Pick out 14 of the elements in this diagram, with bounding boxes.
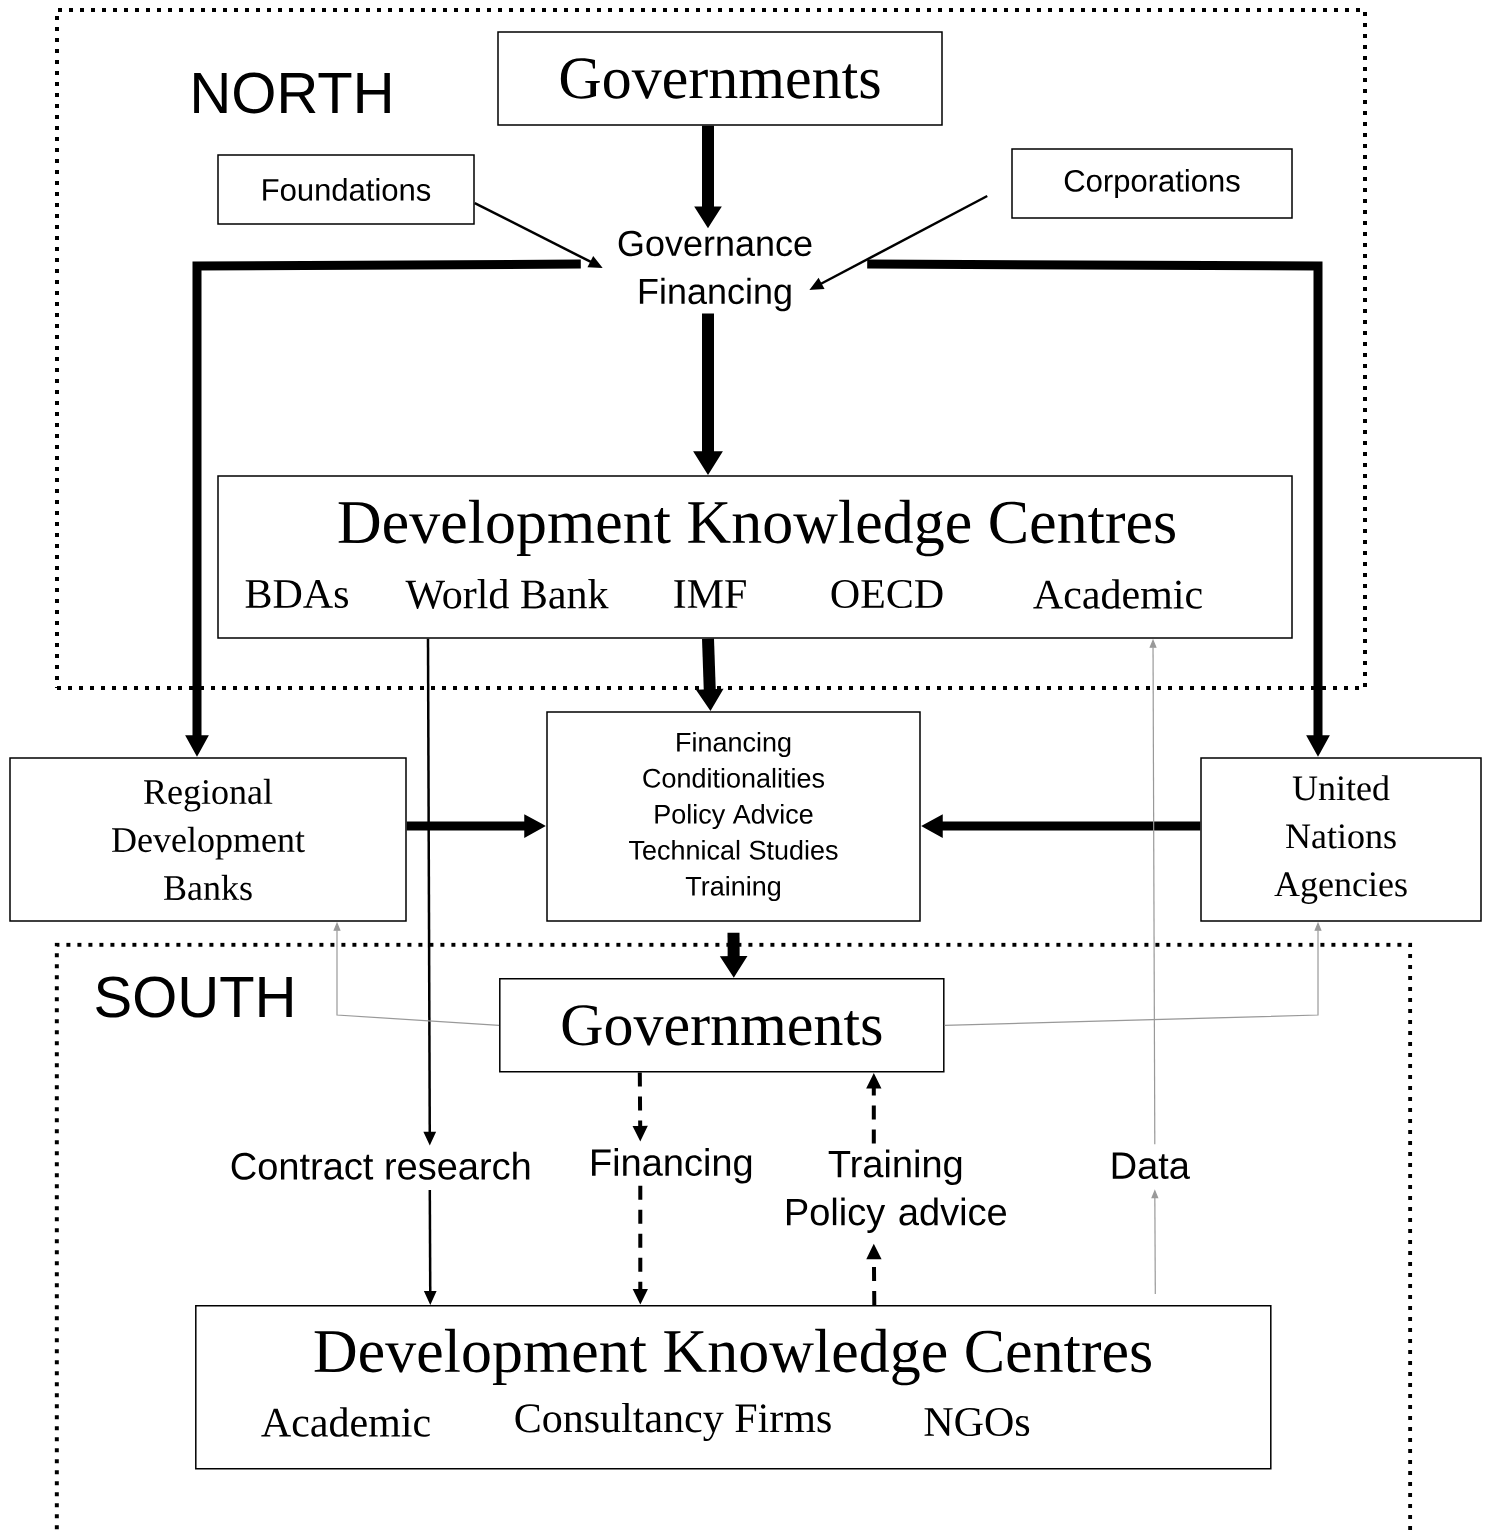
flow-label: Data (1112, 1152, 1190, 1180)
flow-label: Financing (592, 1148, 752, 1184)
flow-label: Governance Financing (618, 230, 812, 312)
flow-label: Contract research (231, 1151, 530, 1180)
process-box: United Nations Agencies (1200, 757, 1482, 922)
process-box: Financing Conditionalities Policy Advice Technical Studies Training (546, 711, 921, 922)
process-box: Development Knowledge Centres BDAs World Bank IMF OECD Academic (217, 475, 1293, 639)
process-box: Governments (497, 31, 943, 126)
process-box: Governments (499, 978, 945, 1073)
process-box: Development Knowledge Centres Academic Consultancy Firms NGOs (195, 1305, 1272, 1470)
process-box: Regional Development Banks (9, 757, 407, 922)
process-box: Foundations (217, 154, 475, 225)
flow-label: Training Policy advice (787, 1149, 1006, 1234)
process-box: Corporations (1011, 148, 1293, 219)
